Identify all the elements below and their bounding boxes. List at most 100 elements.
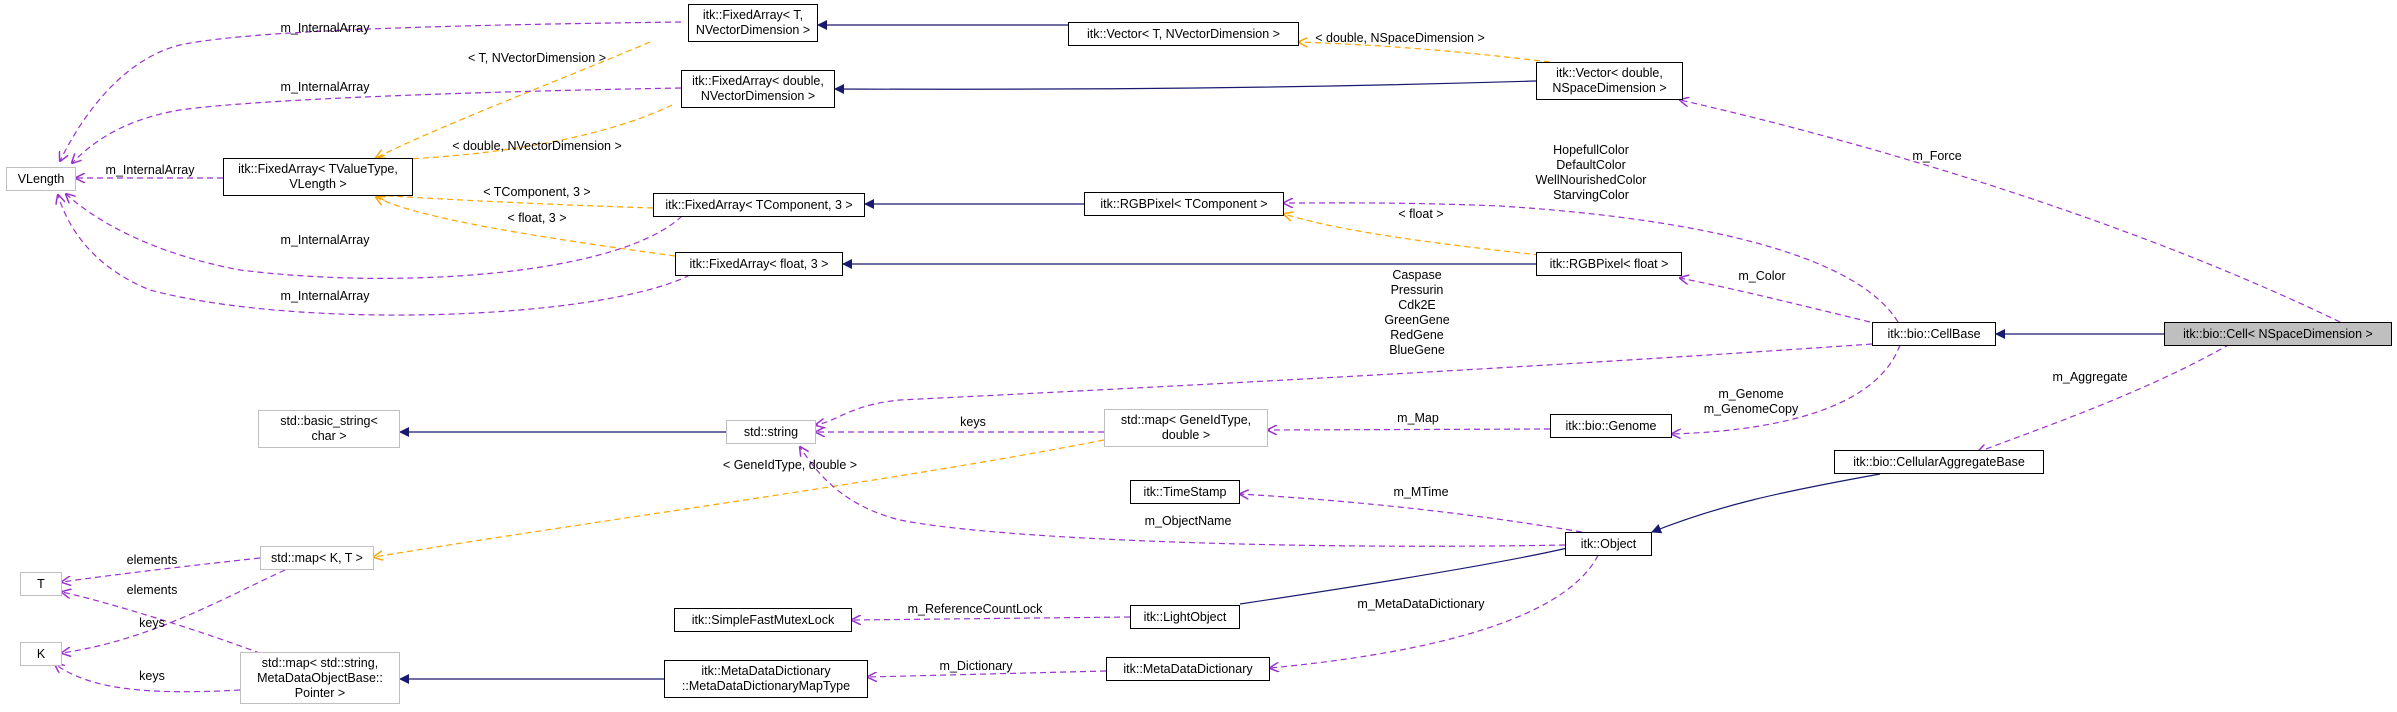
edge-force — [1680, 100, 2341, 323]
label-elements-2: elements — [127, 583, 178, 597]
node-cellular-aggregate-base[interactable]: itk::bio::CellularAggregateBase — [1834, 450, 2044, 474]
node-fixedarray-float-3[interactable]: itk::FixedArray< float, 3 > — [675, 252, 843, 276]
node-t[interactable]: T — [20, 572, 62, 596]
node-simple-fast-mutex-lock[interactable]: itk::SimpleFastMutexLock — [674, 608, 852, 632]
label-m-objectname: m_ObjectName — [1145, 514, 1232, 528]
node-rgbpixel-tcomponent[interactable]: itk::RGBPixel< TComponent > — [1084, 192, 1284, 216]
label-m-map-line: m_Map — [1397, 411, 1439, 425]
label-m-internalarray-1: m_InternalArray — [281, 21, 371, 35]
label-elements-1-line: elements — [127, 553, 178, 567]
edge-elements-1 — [62, 557, 261, 582]
label-m-internalarray-2: m_InternalArray — [281, 80, 371, 94]
label-m-color: m_Color — [1738, 269, 1785, 283]
label-m-force: m_Force — [1912, 149, 1961, 163]
edge-elements-2 — [62, 592, 271, 658]
node-cell-nspacedimension[interactable]: itk::bio::Cell< NSpaceDimension > — [2164, 322, 2392, 346]
node-std-string[interactable]: std::string — [726, 420, 816, 444]
node-map-k-t[interactable]: std::map< K, T > — [260, 546, 374, 570]
label-colors-line: StarvingColor — [1553, 188, 1629, 202]
node-fixedarray-tcomponent-3[interactable]: itk::FixedArray< TComponent, 3 > — [653, 193, 865, 217]
node-vlength[interactable]: VLength — [6, 167, 76, 191]
label-m-internalarray-4: m_InternalArray — [281, 233, 371, 247]
label-elements-1: elements — [127, 553, 178, 567]
label-float-3-line: < float, 3 > — [507, 211, 566, 225]
edge-fixedarray-t-to-fixedarray-tvalue — [376, 41, 651, 158]
label-m-map: m_Map — [1397, 411, 1439, 425]
label-float-3: < float, 3 > — [507, 211, 566, 225]
node-metadatadictionary[interactable]: itk::MetaDataDictionary — [1106, 657, 1270, 681]
label-tcomponent-3: < TComponent, 3 > — [483, 185, 590, 199]
label-genes-line: RedGene — [1390, 328, 1444, 342]
edge-internalarray-4 — [66, 194, 683, 279]
edge-map — [1268, 429, 1551, 430]
node-map-string-metadataobjectbase[interactable]: std::map< std::string, MetaDataObjectBas… — [240, 652, 400, 704]
label-float-line: < float > — [1398, 207, 1443, 221]
node-map-geneidtype-double[interactable]: std::map< GeneIdType, double > — [1104, 409, 1268, 447]
edge-internalarray-1 — [60, 21, 682, 161]
edge-map-geneid-to-map-kt — [374, 439, 1105, 557]
label-double-nvectordimension: < double, NVectorDimension > — [452, 139, 622, 153]
label-colors-line: WellNourishedColor — [1536, 173, 1647, 187]
label-m-metadatadictionary: m_MetaDataDictionary — [1357, 597, 1485, 611]
label-m-internalarray-4-line: m_InternalArray — [281, 233, 371, 247]
label-m-color-line: m_Color — [1738, 269, 1785, 283]
label-m-internalarray-5-line: m_InternalArray — [281, 289, 371, 303]
label-genes-line: GreenGene — [1384, 313, 1449, 327]
label-geneidtype-double-line: < GeneIdType, double > — [723, 458, 857, 472]
edge-color — [1680, 278, 1871, 323]
node-rgbpixel-float[interactable]: itk::RGBPixel< float > — [1536, 252, 1682, 276]
edge-internalarray-5 — [58, 195, 691, 316]
label-m-mtime-line: m_MTime — [1393, 485, 1448, 499]
edge-objectname — [800, 447, 1566, 547]
node-light-object[interactable]: itk::LightObject — [1130, 605, 1240, 629]
label-keys-3-line: keys — [139, 669, 165, 683]
node-metadatadictionary-maptype[interactable]: itk::MetaDataDictionary ::MetaDataDictio… — [664, 660, 868, 698]
label-genes-line: Caspase — [1392, 268, 1441, 282]
label-m-internalarray-5: m_InternalArray — [281, 289, 371, 303]
label-keys-2-line: keys — [139, 616, 165, 630]
label-m-referencecountlock-line: m_ReferenceCountLock — [908, 602, 1044, 616]
label-geneidtype-double: < GeneIdType, double > — [723, 458, 857, 472]
node-cellbase[interactable]: itk::bio::CellBase — [1872, 322, 1996, 346]
edge-fixedarray-float-to-fixedarray-tvalue — [376, 197, 676, 257]
label-m-internalarray-2-line: m_InternalArray — [281, 80, 371, 94]
label-keys-1: keys — [960, 415, 986, 429]
edge-light-object-to-object — [1239, 542, 1581, 605]
label-m-dictionary: m_Dictionary — [940, 659, 1014, 673]
node-fixedarray-double-nvectordimension[interactable]: itk::FixedArray< double, NVectorDimensio… — [681, 70, 835, 108]
label-keys-2: keys — [139, 616, 165, 630]
node-vector-t-nvectordimension[interactable]: itk::Vector< T, NVectorDimension > — [1068, 22, 1299, 46]
edge-cellular-aggregate-to-object — [1651, 473, 1881, 534]
label-m-genome-line: m_Genome — [1718, 387, 1783, 401]
edge-vector-double-to-vector-t — [1299, 42, 1551, 63]
edge-metadatadictionary — [1270, 545, 1603, 668]
edge-colors — [1284, 203, 1899, 323]
node-k[interactable]: K — [20, 642, 62, 666]
label-double-nspacedimension-line: < double, NSpaceDimension > — [1315, 31, 1485, 45]
node-vector-double-nspacedimension[interactable]: itk::Vector< double, NSpaceDimension > — [1536, 62, 1683, 100]
node-basic-string-char[interactable]: std::basic_string< char > — [258, 410, 400, 448]
edge-genome — [1672, 344, 1901, 434]
edge-keys-3 — [55, 664, 241, 693]
node-fixedarray-t-nvectordimension[interactable]: itk::FixedArray< T, NVectorDimension > — [688, 4, 818, 42]
edge-genes — [816, 343, 1873, 425]
node-bio-genome[interactable]: itk::bio::Genome — [1550, 414, 1672, 438]
label-m-aggregate-line: m_Aggregate — [2052, 370, 2127, 384]
label-m-referencecountlock: m_ReferenceCountLock — [908, 602, 1044, 616]
label-m-mtime: m_MTime — [1393, 485, 1448, 499]
label-m-force-line: m_Force — [1912, 149, 1961, 163]
node-object[interactable]: itk::Object — [1565, 532, 1652, 556]
label-m-aggregate: m_Aggregate — [2052, 370, 2127, 384]
node-fixedarray-tvaluetype-vlength[interactable]: itk::FixedArray< TValueType, VLength > — [223, 158, 413, 196]
label-colors-line: DefaultColor — [1556, 158, 1625, 172]
label-genes-line: BlueGene — [1389, 343, 1445, 357]
label-m-internalarray-3-line: m_InternalArray — [106, 163, 196, 177]
label-keys-3: keys — [139, 669, 165, 683]
label-t-nvectordimension-line: < T, NVectorDimension > — [468, 51, 606, 65]
label-double-nvectordimension-line: < double, NVectorDimension > — [452, 139, 622, 153]
label-keys-1-line: keys — [960, 415, 986, 429]
node-timestamp[interactable]: itk::TimeStamp — [1130, 480, 1240, 504]
